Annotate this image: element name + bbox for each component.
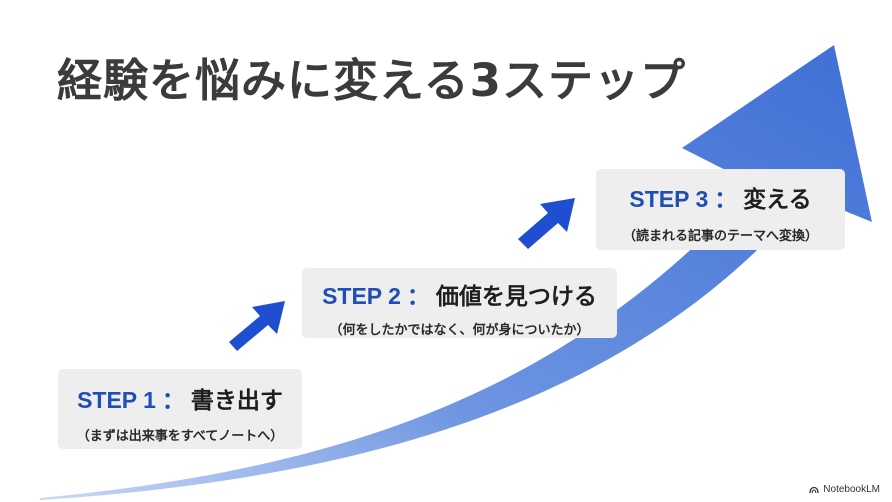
step-arrow-1-icon: [229, 301, 285, 351]
step-3-card: STEP 3：変える （読まれる記事のテーマへ変換）: [596, 169, 845, 250]
step-2-number: STEP 2: [322, 283, 401, 309]
step-2-description: （何をしたかではなく、何が身についたか）: [329, 323, 590, 338]
step-1-colon: ：: [161, 388, 185, 414]
step-1-heading: STEP 1：書き出す: [58, 381, 302, 415]
step-2-label: 価値を見つける: [435, 284, 597, 310]
step-3-colon: ：: [714, 187, 738, 213]
step-3-label: 変える: [743, 187, 812, 213]
step-2-colon: ：: [406, 284, 430, 310]
step-arrow-2-icon: [518, 198, 575, 249]
step-1-number: STEP 1: [77, 387, 156, 413]
footer-brand-text: NotebookLM: [823, 484, 880, 495]
notebooklm-logo-icon: [809, 486, 819, 493]
page-title: 経験を悩みに変える3ステップ: [57, 54, 686, 107]
step-2-heading: STEP 2：価値を見つける: [302, 277, 617, 311]
big-curved-arrow: [40, 45, 872, 500]
step-1-description: （まずは出来事をすべてノートへ）: [76, 429, 284, 444]
step-3-description: （読まれる記事のテーマへ変換）: [622, 229, 818, 244]
step-1-label: 書き出す: [190, 388, 283, 414]
footer-brand: NotebookLM: [809, 484, 880, 495]
step-2-card: STEP 2：価値を見つける （何をしたかではなく、何が身についたか）: [302, 268, 617, 338]
step-3-heading: STEP 3：変える: [596, 180, 845, 214]
step-3-number: STEP 3: [629, 186, 709, 212]
step-1-card: STEP 1：書き出す （まずは出来事をすべてノートへ）: [58, 369, 302, 449]
